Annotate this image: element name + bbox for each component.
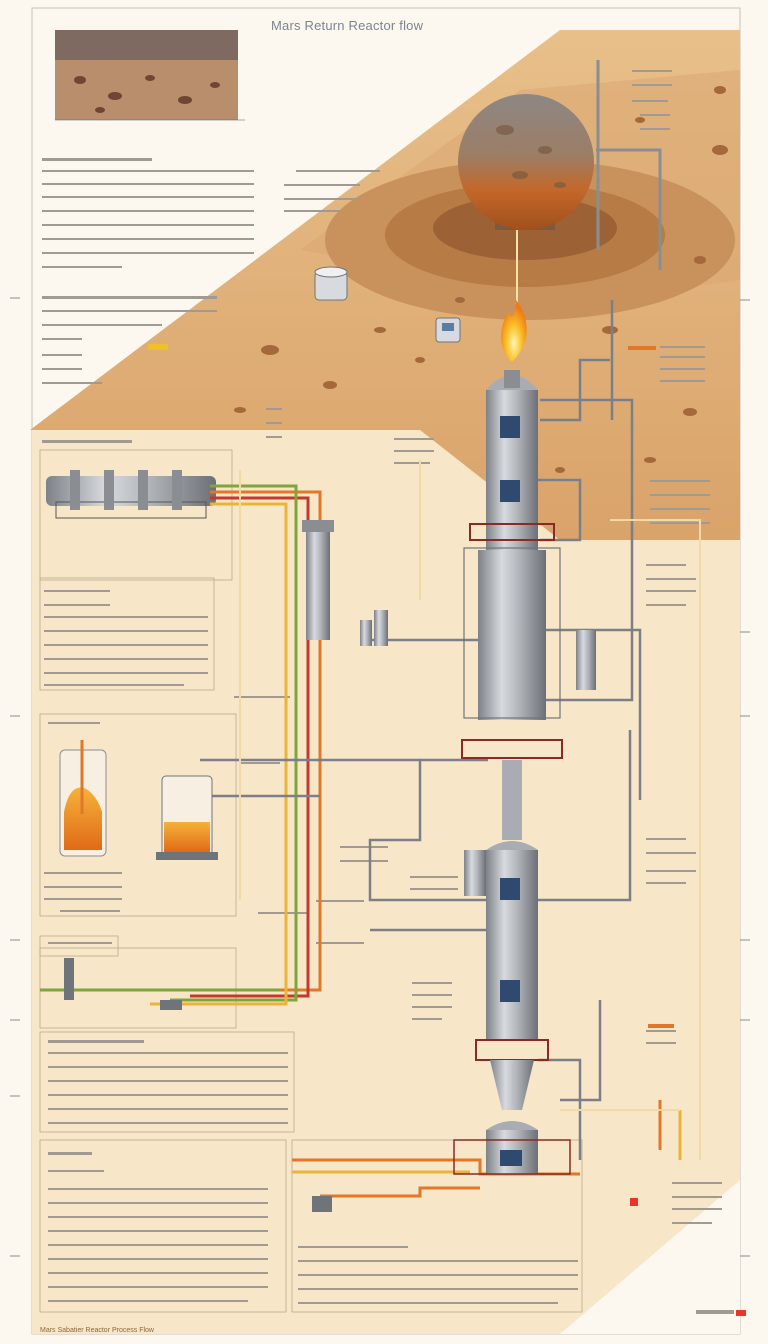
sphere-pipe — [596, 148, 662, 270]
text-blocks — [42, 70, 722, 1304]
compressor-bank — [46, 470, 216, 519]
amber-markers — [148, 344, 674, 1028]
edge-ticks — [10, 297, 750, 1257]
callout-frames — [39, 449, 583, 1313]
rocks — [234, 86, 728, 473]
storage-sphere-icon — [458, 94, 594, 230]
lower-panel-fade — [560, 1180, 740, 1334]
reactor-column-upper — [461, 370, 563, 759]
photo-inset-sky — [55, 30, 238, 60]
mid-process-unit — [302, 520, 596, 690]
footer-caption: Mars Sabatier Reactor Process Flow — [40, 1327, 154, 1334]
gauge-icon — [435, 317, 461, 343]
small-equipment — [64, 958, 332, 1212]
tank-icon — [314, 266, 348, 301]
reactor-column-lower — [453, 760, 571, 1175]
utility-pipes — [200, 300, 642, 1160]
tank-icon — [156, 775, 218, 860]
beaker-icon — [59, 740, 107, 857]
flame-icon — [501, 300, 527, 362]
process-pipes — [40, 484, 682, 1198]
inset-rocks — [74, 75, 220, 113]
sphere-spots — [496, 125, 566, 188]
legend-tag — [696, 1310, 734, 1314]
warning-markers — [630, 1198, 746, 1316]
guide-lines — [239, 460, 701, 1160]
page-title: Mars Return Reactor flow — [271, 18, 424, 33]
